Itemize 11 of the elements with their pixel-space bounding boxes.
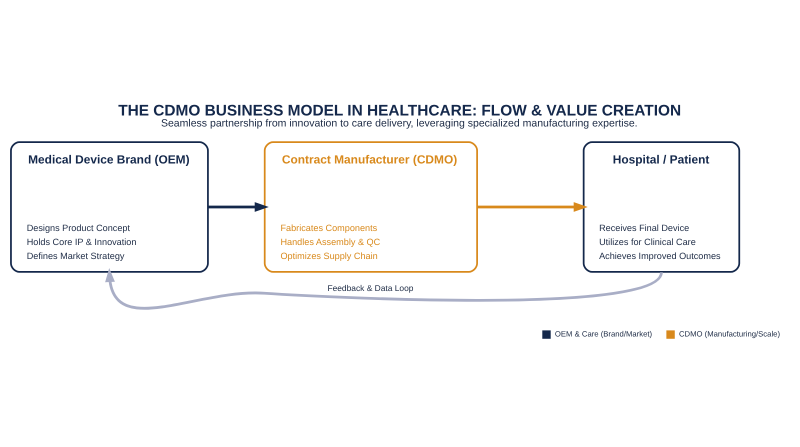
node-box: Contract Manufacturer (CDMO) Fabricates Components Handles Assembly & QC Optimizes Supply Chain bbox=[264, 140, 478, 272]
legend-label: OEM & Care (Brand/Market) bbox=[554, 329, 652, 338]
edge-label: Feedback & Data Loop bbox=[327, 282, 414, 292]
arrow bbox=[105, 267, 663, 309]
caption: Seamless partnership from innovation to care delivery, leveraging specialized manufacturing expertise. bbox=[160, 117, 638, 130]
legend-label: CDMO (Manufacturing/Scale) bbox=[678, 329, 780, 338]
diagram-title: THE CDMO BUSINESS MODEL IN HEALTHCARE: FLOW & VALUE CREATION bbox=[118, 102, 682, 119]
arrow bbox=[477, 202, 588, 212]
arrow bbox=[208, 202, 269, 212]
node-box: Hospital / Patient Receives Final Device Utilizes for Clinical Care Achieves Improved Outcomes bbox=[582, 140, 740, 272]
node-box: Medical Device Brand (OEM) Designs Product Concept Holds Core IP & Innovation Defines Market Strategy bbox=[10, 140, 209, 272]
